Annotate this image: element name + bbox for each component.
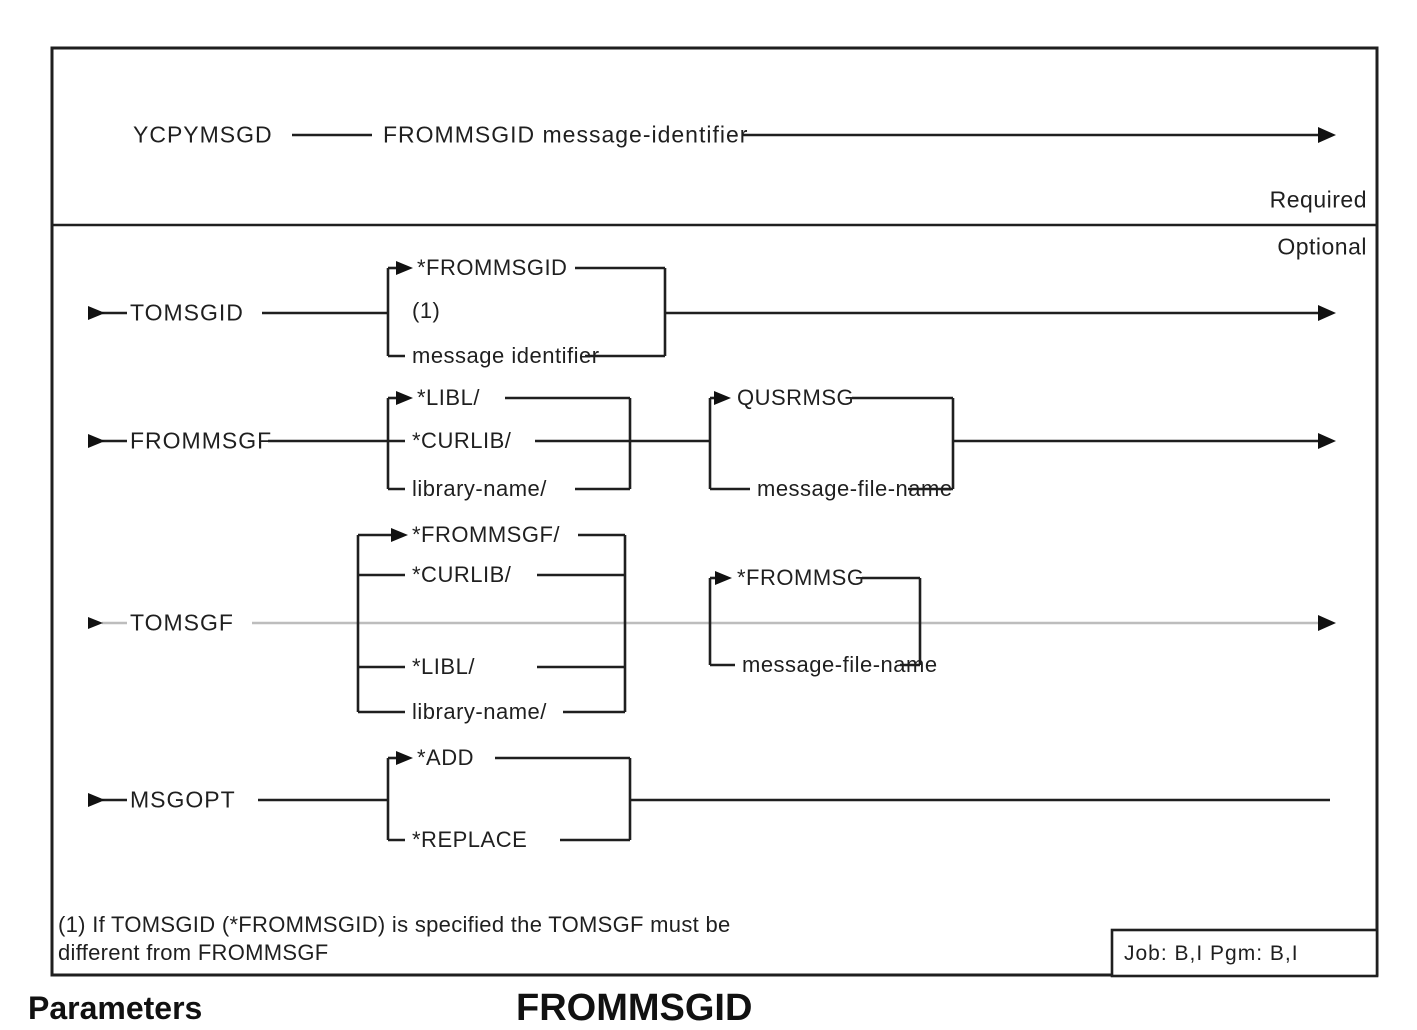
- entry-arrowhead: [88, 793, 105, 807]
- arrowhead: [1318, 433, 1336, 449]
- tomsgf-file-frommsg: *FROMMSG: [737, 565, 865, 590]
- tomsgid-footnote-ref: (1): [412, 298, 441, 323]
- param-tomsgf: TOMSGF: [130, 609, 234, 636]
- default-arrowhead: [396, 391, 413, 405]
- parameters-heading-clipped: Parameters: [28, 990, 203, 1026]
- frommsgf-option-library-name: library-name/: [412, 476, 547, 501]
- default-arrowhead: [714, 391, 731, 405]
- frommsgf-option-libl: *LIBL/: [417, 385, 480, 410]
- msgopt-option-replace: *REPLACE: [412, 827, 528, 852]
- arrowhead: [1318, 127, 1336, 143]
- rail-msgopt: [102, 756, 1330, 842]
- rail-tomsgf: [356, 533, 922, 714]
- tomsgf-file-name: message-file-name: [742, 652, 938, 677]
- entry-arrowhead: [88, 434, 105, 448]
- optional-section-label: Optional: [1277, 233, 1367, 260]
- param-tomsgid: TOMSGID: [130, 299, 244, 326]
- tomsgf-option-libl: *LIBL/: [412, 654, 475, 679]
- param-frommsgf: FROMMSGF: [130, 427, 273, 454]
- frommsgid-heading-clipped: FROMMSGID: [516, 987, 753, 1029]
- tomsgf-option-library-name: library-name/: [412, 699, 547, 724]
- msgopt-option-add: *ADD: [417, 745, 475, 770]
- footnote-line1: (1) If TOMSGID (*FROMMSGID) is specified…: [58, 912, 731, 937]
- rail-frommsgf: [102, 396, 1320, 491]
- tomsgid-option-frommsgid: *FROMMSGID: [417, 255, 568, 280]
- default-arrowhead: [715, 571, 732, 585]
- default-arrowhead: [391, 528, 408, 542]
- default-arrowhead: [396, 261, 413, 275]
- frommsgf-file-qusrmsg: QUSRMSG: [737, 385, 855, 410]
- tomsgid-option-message-identifier: message identifier: [412, 343, 600, 368]
- param-msgopt: MSGOPT: [130, 786, 236, 813]
- frommsgf-file-name: message-file-name: [757, 476, 953, 501]
- arrowhead: [1318, 305, 1336, 321]
- tomsgf-option-frommsgf: *FROMMSGF/: [412, 522, 560, 547]
- rail-tomsgid: [102, 266, 1320, 358]
- frommsgf-option-curlib: *CURLIB/: [412, 428, 512, 453]
- arrowhead: [1318, 615, 1336, 631]
- footnote-line2: different from FROMMSGF: [58, 940, 329, 965]
- command-name: YCPYMSGD: [133, 121, 273, 148]
- job-pgm-text: Job: B,I Pgm: B,I: [1124, 942, 1299, 965]
- entry-arrowhead: [88, 617, 103, 629]
- entry-arrowhead: [88, 306, 105, 320]
- tomsgf-option-curlib: *CURLIB/: [412, 562, 512, 587]
- required-section-label: Required: [1269, 186, 1367, 213]
- job-pgm-box: [1110, 928, 1379, 978]
- required-param-label: FROMMSGID message-identifier: [383, 121, 749, 148]
- outer-frame: [50, 46, 1379, 977]
- default-arrowhead: [396, 751, 413, 765]
